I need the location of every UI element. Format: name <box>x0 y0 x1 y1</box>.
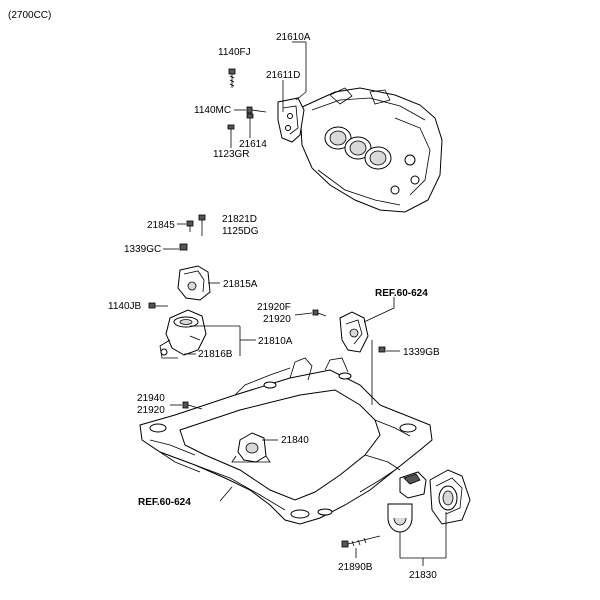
mount-21840 <box>231 432 271 463</box>
label-21821D: 21821D <box>222 214 257 225</box>
bushing-21830 <box>387 503 413 533</box>
leader-lines <box>163 41 447 566</box>
label-21830: 21830 <box>409 570 437 581</box>
mount-bracket-21920 <box>339 311 369 353</box>
label-1339GC: 1339GC <box>124 244 161 255</box>
label-1140JB: 1140JB <box>108 301 142 312</box>
mount-bracket-21815A <box>177 265 211 301</box>
engine-mount-bracket-21610A <box>277 97 305 143</box>
label-1140FJ: 1140FJ <box>218 47 251 58</box>
engine-mount-21810A <box>159 309 207 359</box>
engine-variant-label: (2700CC) <box>8 10 51 21</box>
label-21810A: 21810A <box>258 336 293 347</box>
label-1125DG: 1125DG <box>222 226 259 237</box>
label-21940: 21940 <box>137 393 165 404</box>
label-21815A: 21815A <box>223 279 258 290</box>
nut-21845 <box>186 220 194 232</box>
bolt-1140JB <box>148 302 168 309</box>
bolt-1123GR <box>227 124 235 142</box>
bolt-21614 <box>246 113 254 130</box>
label-21845: 21845 <box>147 220 175 231</box>
bolt-21821D <box>198 214 206 236</box>
label-1339GB: 1339GB <box>403 347 440 358</box>
label-21920-lower: 21920 <box>137 405 165 416</box>
label-21816B: 21816B <box>198 349 233 360</box>
label-21890B: 21890B <box>338 562 373 573</box>
nut-1339GB <box>378 346 386 353</box>
bolt-1140FJ <box>228 68 236 88</box>
label-1140MC: 1140MC <box>194 105 231 116</box>
label-21611D: 21611D <box>266 70 300 81</box>
bolt-1140MC <box>246 106 267 114</box>
bolt-21940 <box>182 401 203 410</box>
label-ref-bottom: REF.60-624 <box>138 497 191 508</box>
front-subframe <box>139 357 433 525</box>
label-21920F: 21920F <box>257 302 291 313</box>
label-21920-upper: 21920 <box>263 314 291 325</box>
label-1123GR: 1123GR <box>213 149 250 160</box>
label-ref-top: REF.60-624 <box>375 288 428 299</box>
rear-mount-21830 <box>399 469 471 525</box>
label-21610A: 21610A <box>276 32 311 43</box>
engine-block <box>299 87 443 213</box>
label-21614: 21614 <box>239 139 267 150</box>
label-21840: 21840 <box>281 435 309 446</box>
nut-1339GC <box>179 243 188 251</box>
bolt-21890B <box>341 535 381 548</box>
bolt-21920F <box>312 309 327 317</box>
